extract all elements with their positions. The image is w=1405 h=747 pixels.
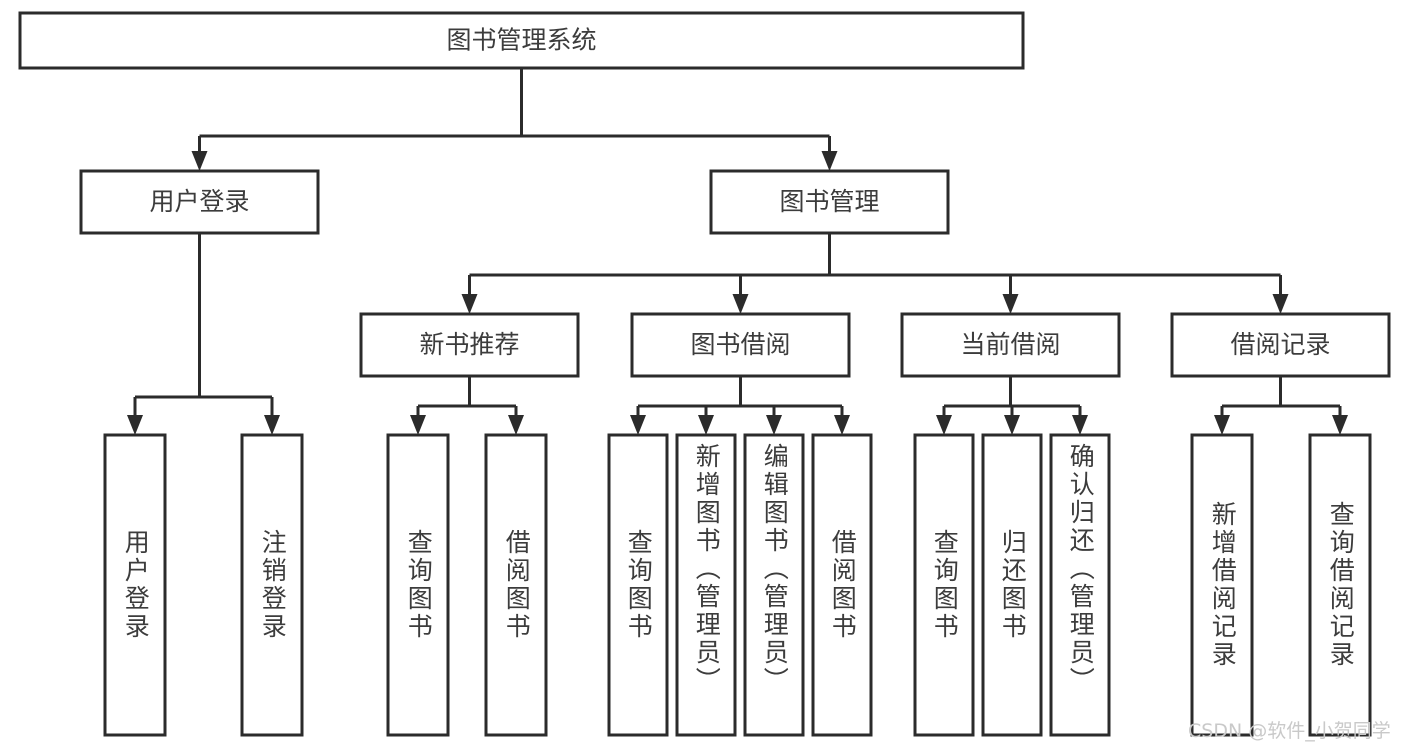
- node-level2-0[interactable]: [79, 169, 320, 235]
- node-leaf-8[interactable]: [913, 433, 975, 737]
- node-level2-1[interactable]: [709, 169, 950, 235]
- arrow-head: [821, 151, 838, 171]
- node-level3-label-2: 当前借阅: [960, 330, 1060, 359]
- arrow-head: [630, 415, 646, 435]
- node-leaf-6[interactable]: [743, 433, 805, 737]
- node-leaf-1[interactable]: [240, 433, 304, 737]
- node-leaf-12[interactable]: [1308, 433, 1372, 737]
- arrow-head: [1072, 415, 1088, 435]
- node-leaf-2[interactable]: [386, 433, 450, 737]
- node-level3-3[interactable]: [1170, 312, 1391, 378]
- node-level3-0[interactable]: [359, 312, 580, 378]
- node-boxes: [18, 11, 1391, 737]
- node-leaf-3[interactable]: [484, 433, 548, 737]
- arrow-head: [732, 294, 749, 314]
- node-leaf-11[interactable]: [1190, 433, 1254, 737]
- arrow-head: [127, 415, 143, 435]
- arrow-head: [461, 294, 478, 314]
- arrow-head: [1002, 294, 1019, 314]
- node-root[interactable]: [18, 11, 1025, 70]
- csdn-watermark: CSDN @软件_小贺同学: [1188, 720, 1391, 742]
- node-level3-label-3: 借阅记录: [1230, 330, 1330, 359]
- node-leaf-0[interactable]: [103, 433, 167, 737]
- node-level3-label-0: 新书推荐: [419, 330, 519, 359]
- node-leaf-4[interactable]: [607, 433, 669, 737]
- node-leaf-5[interactable]: [675, 433, 737, 737]
- node-root-label: 图书管理系统: [446, 26, 596, 55]
- node-level3-label-1: 图书借阅: [690, 330, 790, 359]
- arrow-head: [1272, 294, 1289, 314]
- arrow-head: [1214, 415, 1230, 435]
- arrow-head: [191, 151, 208, 171]
- arrow-head: [698, 415, 714, 435]
- node-leaf-9[interactable]: [981, 433, 1043, 737]
- arrow-head: [834, 415, 850, 435]
- arrow-head: [508, 415, 524, 435]
- arrow-head: [766, 415, 782, 435]
- arrow-head: [1004, 415, 1020, 435]
- arrow-head: [936, 415, 952, 435]
- node-leaf-7[interactable]: [811, 433, 873, 737]
- node-leaf-10[interactable]: [1049, 433, 1111, 737]
- arrow-head: [410, 415, 426, 435]
- connector-edges: [127, 68, 1348, 435]
- node-level3-2[interactable]: [900, 312, 1121, 378]
- arrow-head: [1332, 415, 1348, 435]
- node-level2-label-0: 用户登录: [149, 187, 249, 216]
- node-level3-1[interactable]: [630, 312, 851, 378]
- arrow-head: [264, 415, 280, 435]
- node-level2-label-1: 图书管理: [779, 187, 879, 216]
